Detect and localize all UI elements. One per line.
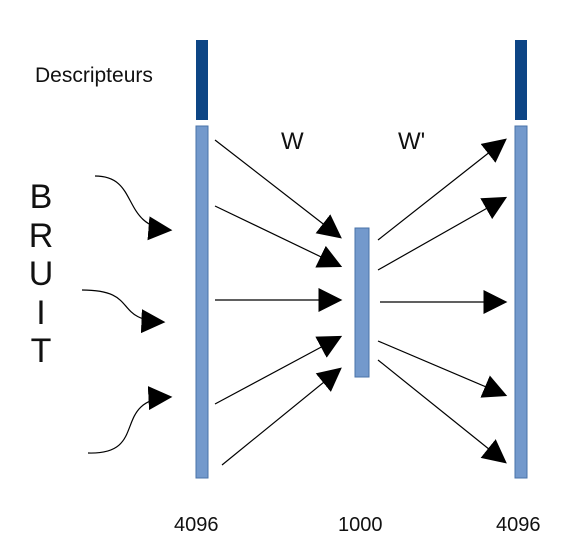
input-layer-bar: [195, 125, 209, 479]
decoder-arrow-4: [377, 340, 508, 398]
noise-arrow-3: [87, 386, 173, 454]
noise-letter: T: [30, 332, 52, 370]
output-descriptor-block: [515, 40, 527, 120]
noise-arrows: [81, 175, 173, 454]
hidden-size-label: 1000: [338, 514, 383, 536]
descriptors-label: Descripteurs: [35, 64, 153, 87]
noise-letter: I: [36, 293, 46, 332]
noise-letter: U: [28, 255, 54, 293]
decoder-arrows: [377, 138, 508, 464]
encoder-arrow-1: [214, 139, 342, 239]
noise-arrow-1: [94, 175, 173, 241]
encoder-arrow-5: [221, 367, 342, 466]
output-size-label: 4096: [496, 514, 541, 536]
noise-arrow-2: [81, 289, 166, 334]
input-size-label: 4096: [174, 514, 219, 536]
decoder-arrow-1: [377, 138, 507, 241]
noise-letter: R: [28, 216, 54, 255]
encoder-arrow-2: [214, 205, 343, 268]
encoder-weight-label: W: [281, 128, 304, 155]
input-descriptor-block: [196, 40, 208, 120]
decoder-arrow-5: [377, 359, 507, 464]
decoder-weight-label: W': [398, 128, 426, 155]
noise-label: B R U I T: [26, 178, 56, 371]
output-layer-bar: [514, 125, 528, 479]
noise-letter: B: [29, 178, 53, 216]
hidden-layer-bar: [354, 227, 370, 378]
encoder-arrow-4: [214, 335, 343, 405]
decoder-arrow-2: [377, 196, 508, 271]
encoder-arrows: [214, 139, 343, 466]
